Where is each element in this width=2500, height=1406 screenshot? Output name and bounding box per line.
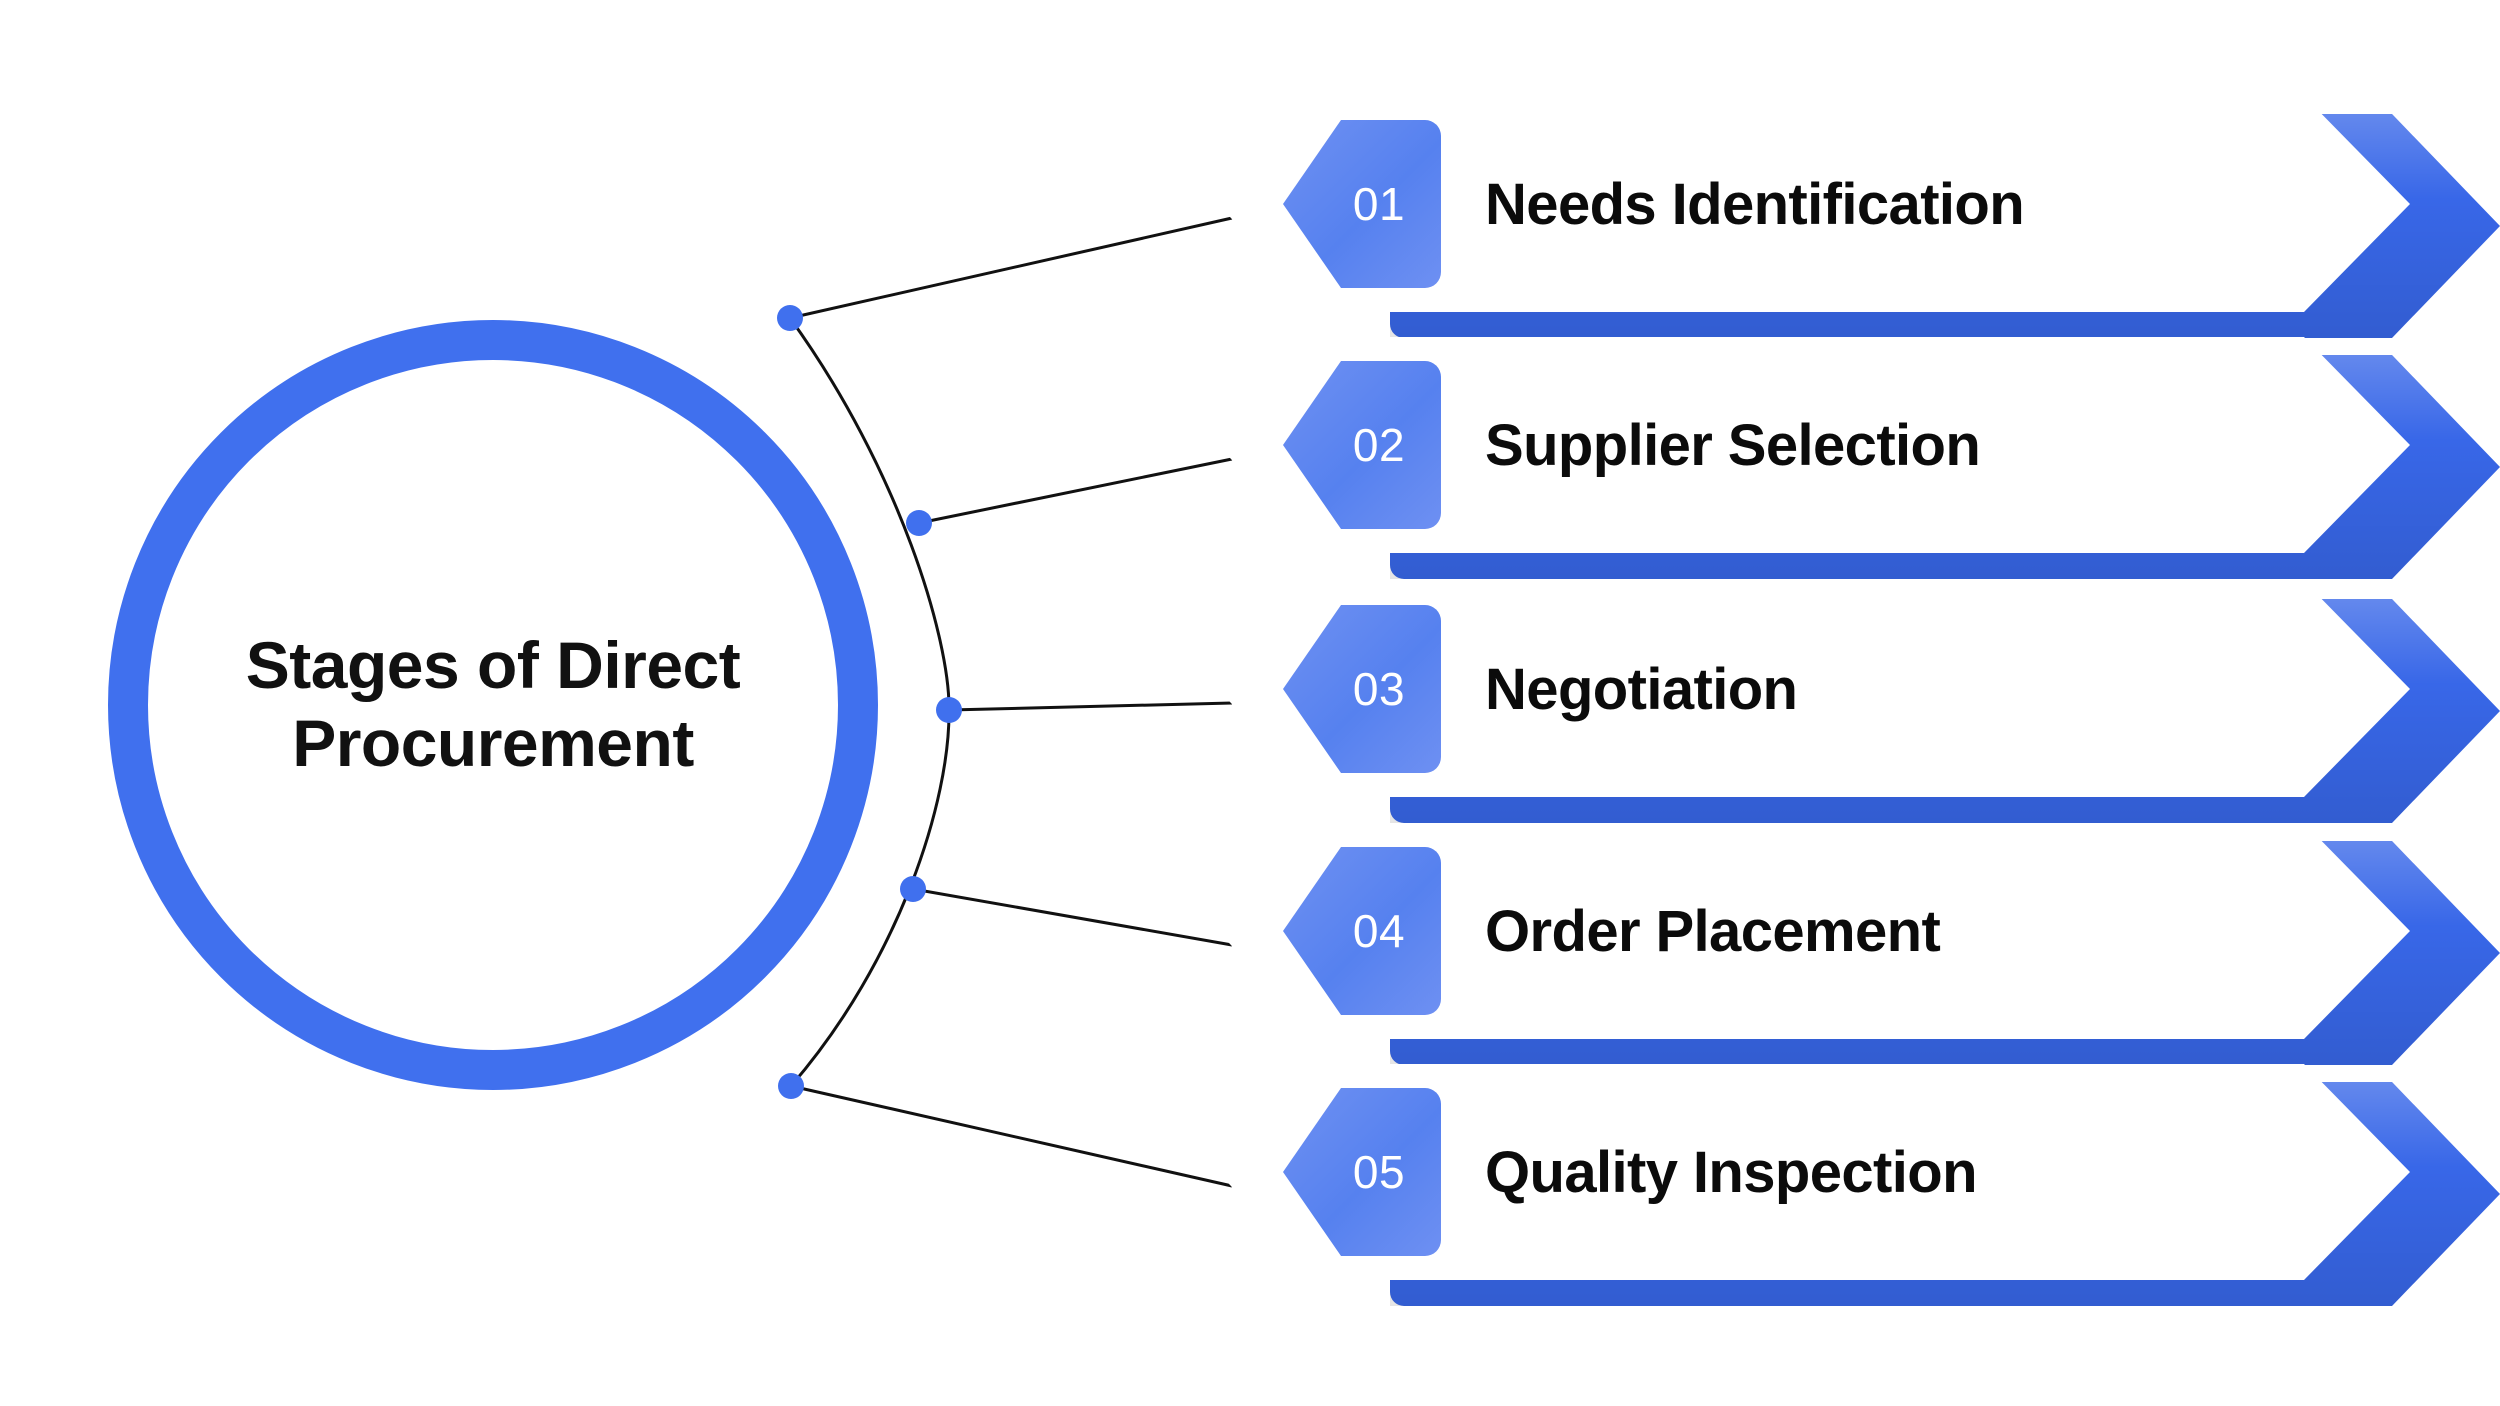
stage-number-5: 05: [1352, 1146, 1406, 1198]
stage-row-2[interactable]: 02 Supplier Selection: [1210, 337, 2500, 587]
stage-label-2: Supplier Selection: [1485, 412, 1981, 478]
spoke-5: [790, 1084, 1233, 1188]
stage-label-1: Needs Identification: [1485, 171, 2025, 237]
stage-row-5[interactable]: 05 Quality Inspection: [1210, 1064, 2500, 1314]
spoke-4: [912, 887, 1233, 947]
connector-dot-2: [906, 510, 932, 536]
stage-label-5: Quality Inspection: [1485, 1139, 1978, 1205]
stage-number-3: 03: [1352, 663, 1406, 715]
stage-row-4[interactable]: 04 Order Placement: [1210, 823, 2500, 1073]
stage-number-4: 04: [1352, 905, 1406, 957]
stage-label-3: Negotiation: [1485, 656, 1798, 722]
stage-label-4: Order Placement: [1485, 898, 1941, 964]
center-circle: Stages of Direct Procurement: [108, 320, 878, 1090]
stage-number-1: 01: [1352, 178, 1406, 230]
spoke-2: [918, 457, 1233, 525]
connector-dot-3: [936, 697, 962, 723]
connector-dot-5: [778, 1073, 804, 1099]
page-title: Stages of Direct Procurement: [245, 628, 741, 780]
stage-row-1[interactable]: 01 Needs Identification: [1210, 96, 2500, 346]
connector-dot-1: [777, 305, 803, 331]
spoke-3: [948, 701, 1233, 712]
stage-number-2: 02: [1352, 419, 1406, 471]
stage-row-3[interactable]: 03 Negotiation: [1210, 581, 2500, 831]
spoke-1: [789, 216, 1233, 320]
connector-dot-4: [900, 876, 926, 902]
